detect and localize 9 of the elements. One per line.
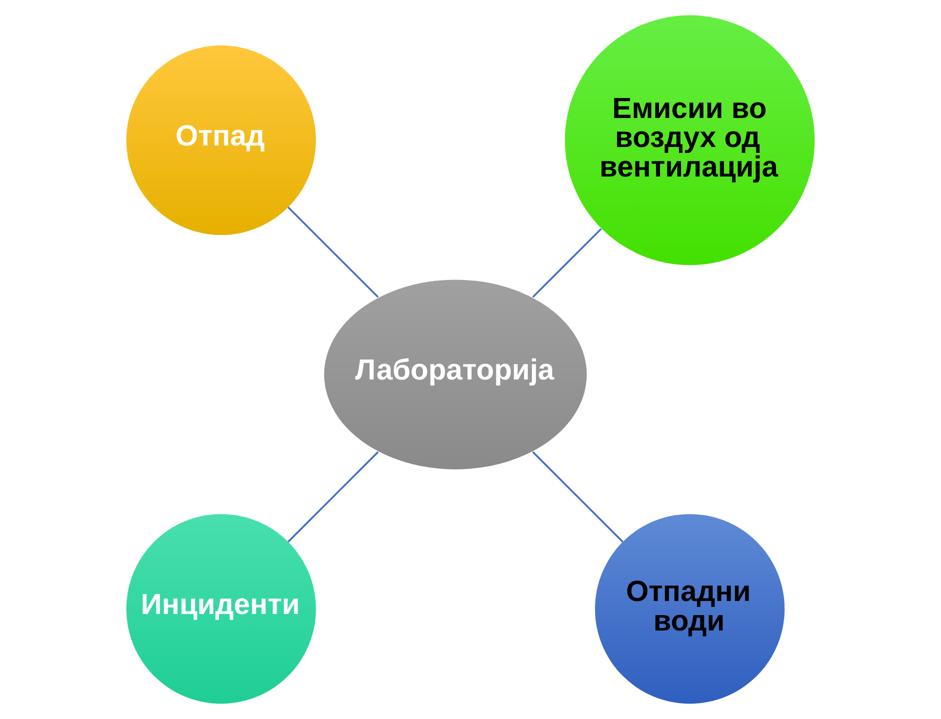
node-circle: Отпадни води [594,514,785,704]
connector [532,228,602,298]
node-circle: Инциденти [126,514,316,704]
node-circle: Емисии во воздух од вентилација [564,15,815,266]
connector [288,451,379,542]
node-circle: Отпад [126,45,316,236]
connector [288,206,379,298]
connector [532,451,624,542]
node-ellipse: Лабораторија [324,280,587,470]
